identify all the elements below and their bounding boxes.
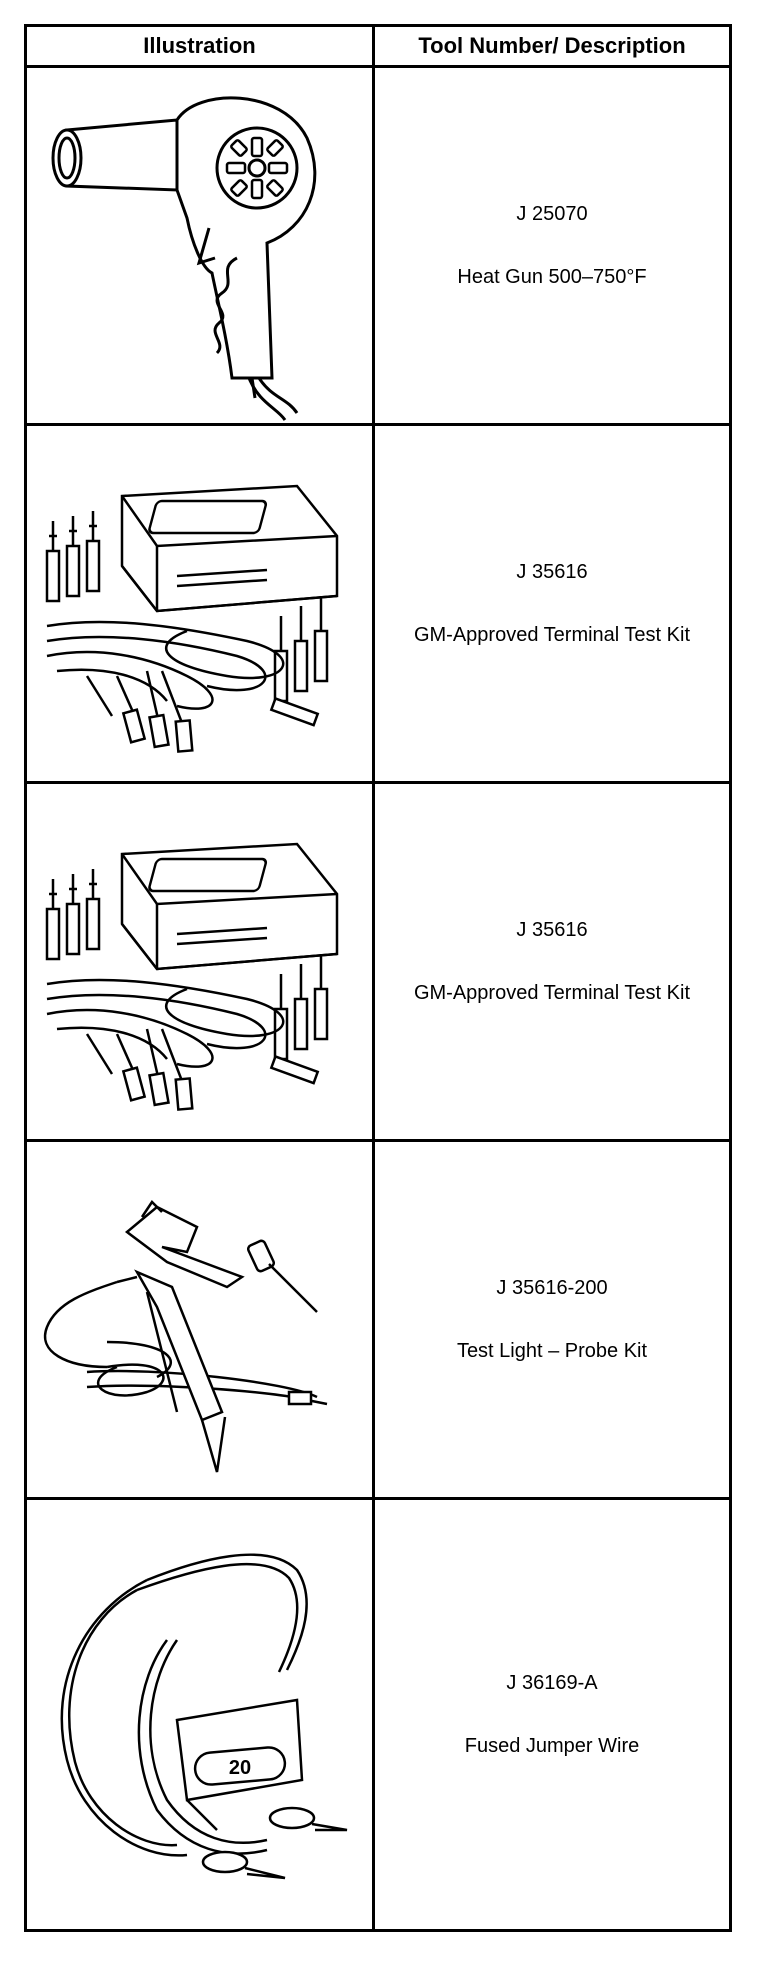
tool-description-header: Tool Number/ Description bbox=[418, 33, 686, 58]
special-tools-table: Illustration Tool Number/ Description bbox=[24, 24, 732, 1932]
header-divider bbox=[27, 65, 729, 68]
row-divider bbox=[27, 1497, 729, 1500]
heat-gun-icon bbox=[27, 68, 372, 423]
tool-description: GM-Approved Terminal Test Kit bbox=[413, 981, 691, 1004]
tool-number: J 25070 bbox=[516, 202, 588, 225]
test-light-probe-icon bbox=[27, 1142, 372, 1497]
row-divider bbox=[27, 423, 729, 426]
tool-number: J 35616 bbox=[516, 560, 588, 583]
table-row: J 25070 Heat Gun 500–750°F bbox=[27, 68, 729, 426]
fuse-rating-label: 20 bbox=[229, 1757, 251, 1779]
terminal-test-kit-icon bbox=[27, 784, 372, 1139]
table-header: Illustration Tool Number/ Description bbox=[27, 27, 729, 65]
tool-description-cell: J 25070 Heat Gun 500–750°F bbox=[375, 68, 729, 423]
table-row: J 35616-200 Test Light – Probe Kit bbox=[27, 1142, 729, 1500]
tool-description: Test Light – Probe Kit bbox=[456, 1339, 648, 1362]
tool-description-cell: J 36169-A Fused Jumper Wire bbox=[375, 1500, 729, 1929]
tool-description: Fused Jumper Wire bbox=[464, 1734, 640, 1757]
row-divider bbox=[27, 1139, 729, 1142]
row-divider bbox=[27, 781, 729, 784]
fused-jumper-wire-icon: 20 bbox=[27, 1500, 372, 1929]
tool-number: J 35616-200 bbox=[496, 1276, 608, 1299]
tool-number: J 35616 bbox=[516, 918, 588, 941]
tool-number: J 36169-A bbox=[506, 1671, 598, 1694]
table-row: J 35616 GM-Approved Terminal Test Kit bbox=[27, 784, 729, 1142]
terminal-test-kit-icon bbox=[27, 426, 372, 781]
column-divider bbox=[372, 27, 375, 1929]
tool-description: GM-Approved Terminal Test Kit bbox=[413, 623, 691, 646]
table-row: 20 J 36169-A Fused Jumper Wire bbox=[27, 1500, 729, 1929]
tool-description: Heat Gun 500–750°F bbox=[457, 265, 647, 288]
illustration-header: Illustration bbox=[143, 33, 256, 58]
tool-description-cell: J 35616-200 Test Light – Probe Kit bbox=[375, 1142, 729, 1497]
tool-description-cell: J 35616 GM-Approved Terminal Test Kit bbox=[375, 426, 729, 781]
tool-description-cell: J 35616 GM-Approved Terminal Test Kit bbox=[375, 784, 729, 1139]
table-row: J 35616 GM-Approved Terminal Test Kit bbox=[27, 426, 729, 784]
